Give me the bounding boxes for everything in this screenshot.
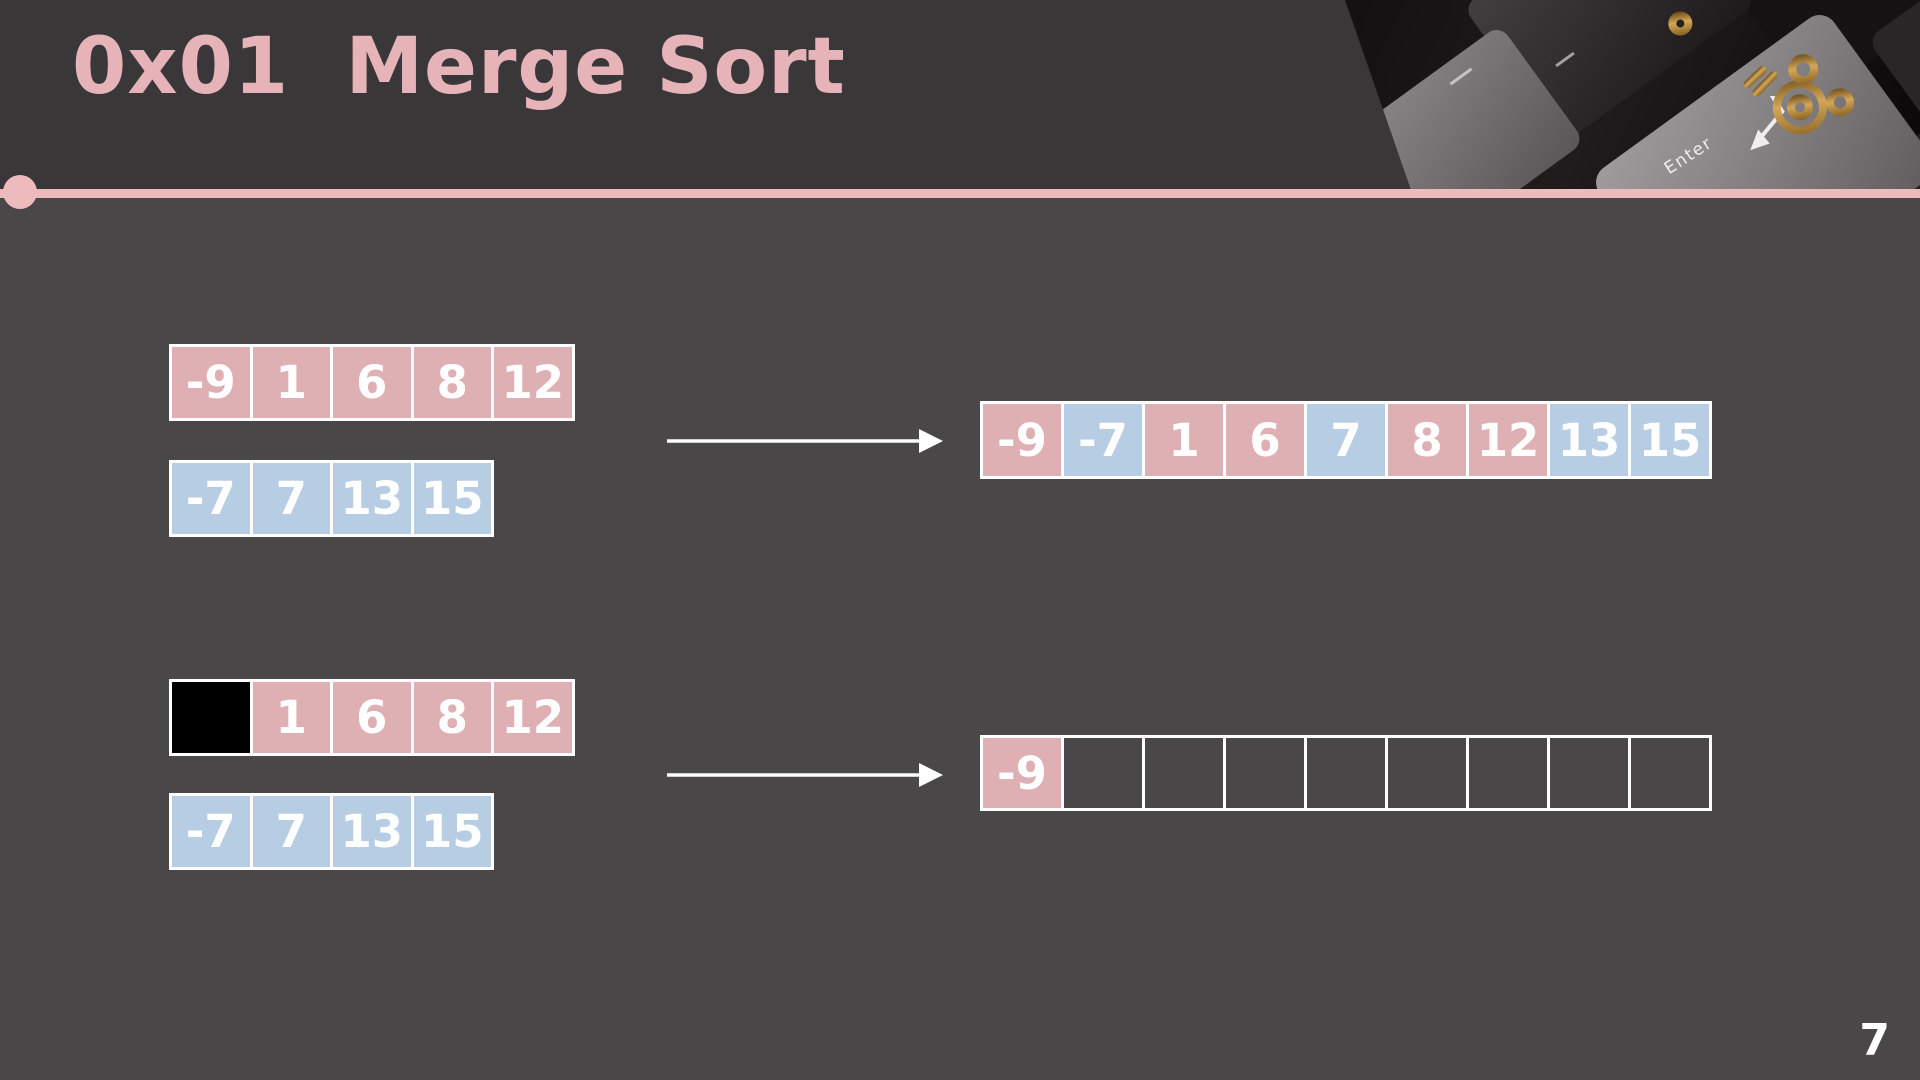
array-cell: 7: [249, 460, 333, 537]
array-cell: 15: [410, 793, 494, 870]
array-cell: 13: [1547, 401, 1631, 479]
array-cell: 12: [491, 679, 575, 756]
array-cell: -9: [169, 344, 253, 421]
array-cell: [1061, 735, 1145, 811]
array-cell: [1547, 735, 1631, 811]
array-cell: 15: [1628, 401, 1712, 479]
array-cell: -7: [1061, 401, 1145, 479]
array-cell: 1: [1142, 401, 1226, 479]
array-cell: [1304, 735, 1388, 811]
array-cell: [1223, 735, 1307, 811]
array-cell: 8: [410, 679, 494, 756]
array-cell: [1385, 735, 1469, 811]
array-cell: 7: [249, 793, 333, 870]
array-cell: 1: [249, 679, 333, 756]
array-cell: [1142, 735, 1226, 811]
array-cell: 8: [410, 344, 494, 421]
accent-dot: [3, 175, 37, 209]
merge-arrow-icon: [667, 429, 943, 453]
array-cell: -7: [169, 793, 253, 870]
array-cell: 13: [330, 793, 414, 870]
array-cell: 6: [330, 344, 414, 421]
array-cell: 15: [410, 460, 494, 537]
array-cell: 13: [330, 460, 414, 537]
array-cell: 7: [1304, 401, 1388, 479]
keyboard-photo: Enter: [1345, 0, 1920, 190]
array-step2-result: -9: [980, 735, 1712, 811]
golden-key-icon: [1668, 11, 1854, 135]
array-cell: 1: [249, 344, 333, 421]
array-cell: -7: [169, 460, 253, 537]
array-cell: 12: [1466, 401, 1550, 479]
array-cell: [1466, 735, 1550, 811]
title-underline: [0, 189, 1920, 198]
array-cell: 12: [491, 344, 575, 421]
array-cell: 6: [1223, 401, 1307, 479]
array-cell: [169, 679, 253, 756]
merge-arrow-icon: [667, 763, 943, 787]
array-cell: 6: [330, 679, 414, 756]
page-number: 7: [1859, 1015, 1890, 1066]
array-cell: -9: [980, 401, 1064, 479]
page-title: 0x01 Merge Sort: [72, 22, 846, 112]
array-cell: [1628, 735, 1712, 811]
array-cell: 8: [1385, 401, 1469, 479]
array-cell: -9: [980, 735, 1064, 811]
